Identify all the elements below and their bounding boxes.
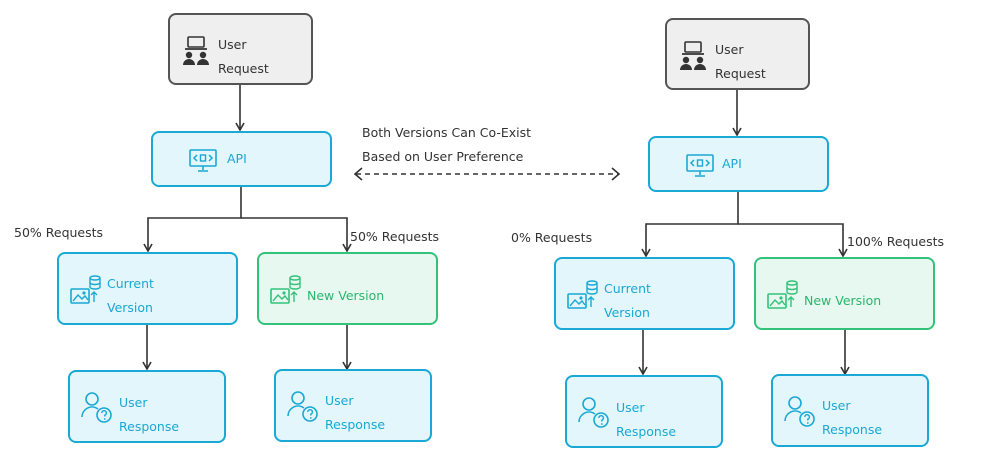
- user-response-label-right-new: User: [822, 398, 851, 413]
- user-response-node-right-current: User Response: [565, 375, 723, 448]
- api-label-right: API: [722, 156, 742, 171]
- new-version-node-right: New Version: [754, 257, 935, 330]
- current-version-label-left-2: Version: [107, 300, 153, 315]
- user-request-node-left: User Request: [168, 13, 313, 85]
- coexist-note-line-2: Based on User Preference: [362, 149, 524, 164]
- right-current-share-label: 0% Requests: [511, 230, 593, 245]
- monitor-code-icon: [686, 154, 714, 177]
- edge-left-api-current: [143, 186, 242, 253]
- user-response-label-left-new: User: [325, 393, 354, 408]
- user-response-label-left-new-2: Response: [325, 417, 386, 432]
- image-database-icon: [567, 280, 598, 309]
- edge-left-api-new: [241, 217, 352, 253]
- user-request-node-right: User Request: [665, 18, 810, 90]
- user-response-label-left-2: Response: [119, 419, 180, 434]
- api-node-left: API: [151, 131, 332, 187]
- laptop-users-icon: [680, 41, 706, 70]
- user-response-node-right-new: User Response: [771, 374, 929, 447]
- user-question-icon: [784, 396, 815, 427]
- user-response-label-right: User: [616, 400, 645, 415]
- user-question-icon: [81, 392, 112, 423]
- current-version-node-right: Current Version: [554, 257, 735, 330]
- left-new-share-label: 50% Requests: [350, 229, 440, 244]
- new-version-label-left: New Version: [307, 288, 385, 303]
- edge-right-api-current: [641, 191, 739, 258]
- current-version-label-right: Current: [604, 281, 651, 296]
- coexist-note-line-1: Both Versions Can Co-Exist: [362, 125, 532, 140]
- current-version-label-left: Current: [107, 276, 154, 291]
- user-question-icon: [578, 397, 609, 428]
- left-current-share-label: 50% Requests: [14, 225, 104, 240]
- monitor-code-icon: [189, 149, 217, 172]
- image-database-icon: [270, 275, 301, 304]
- user-request-label-left: User: [218, 37, 247, 52]
- current-version-label-right-2: Version: [604, 305, 650, 320]
- user-response-label-right-2: Response: [616, 424, 677, 439]
- current-version-node-left: Current Version: [57, 252, 238, 325]
- user-response-label-left: User: [119, 395, 148, 410]
- right-new-share-label: 100% Requests: [847, 234, 944, 249]
- api-label-left: API: [227, 151, 247, 166]
- user-question-icon: [287, 391, 318, 422]
- laptop-users-icon: [183, 36, 209, 65]
- user-response-label-right-new-2: Response: [822, 422, 883, 437]
- new-version-node-left: New Version: [257, 252, 438, 325]
- user-request-label-right: User: [715, 42, 744, 57]
- image-database-icon: [70, 275, 101, 304]
- user-response-node-left-new: User Response: [274, 369, 432, 442]
- user-request-label-left-2: Request: [218, 61, 269, 76]
- image-database-icon: [767, 280, 798, 309]
- edge-right-api-new: [738, 223, 848, 258]
- user-request-label-right-2: Request: [715, 66, 766, 81]
- api-node-right: API: [648, 136, 829, 192]
- user-response-node-left-current: User Response: [68, 370, 226, 443]
- new-version-label-right: New Version: [804, 293, 882, 308]
